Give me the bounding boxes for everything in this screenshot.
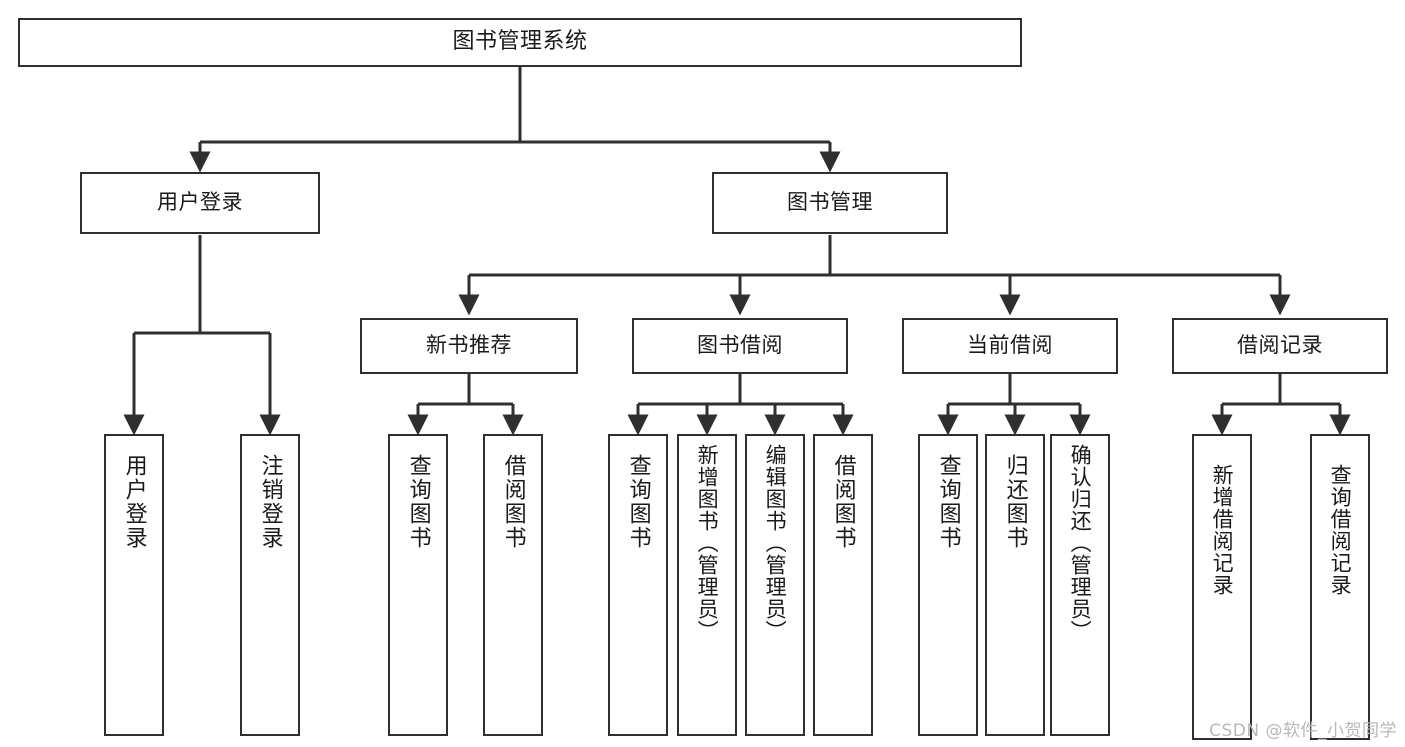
leaf-label: 确认归还（管理员）: [1068, 444, 1093, 642]
node-current-borrow[interactable]: 当前借阅: [902, 318, 1118, 374]
leaf-label: 借阅图书: [500, 454, 526, 550]
leaf-label: 查询图书: [935, 454, 961, 550]
node-book-borrow[interactable]: 图书借阅: [632, 318, 848, 374]
node-book-borrow-label: 图书借阅: [697, 333, 783, 358]
leaf-label: 归还图书: [1002, 454, 1028, 550]
leaf-record-add-record[interactable]: 新增借阅记录: [1192, 434, 1252, 740]
leaf-label: 用户登录: [121, 454, 147, 550]
leaf-current-query-book[interactable]: 查询图书: [918, 434, 978, 736]
leaf-label: 注销登录: [257, 454, 283, 550]
node-new-book-recommend[interactable]: 新书推荐: [360, 318, 578, 374]
node-borrow-record[interactable]: 借阅记录: [1172, 318, 1388, 374]
leaf-user-login-login[interactable]: 用户登录: [104, 434, 164, 736]
watermark-text: CSDN @软件_小贺同学: [1209, 721, 1397, 741]
leaf-label: 新增图书（管理员）: [695, 444, 720, 642]
node-root-system[interactable]: 图书管理系统: [18, 18, 1022, 67]
node-new-book-recommend-label: 新书推荐: [426, 333, 512, 358]
node-current-borrow-label: 当前借阅: [967, 333, 1053, 358]
leaf-user-login-logout[interactable]: 注销登录: [240, 434, 300, 736]
node-borrow-record-label: 借阅记录: [1237, 333, 1323, 358]
node-root-label: 图书管理系统: [452, 29, 588, 55]
leaf-borrow-edit-book-admin[interactable]: 编辑图书（管理员）: [745, 434, 805, 736]
leaf-label: 查询图书: [405, 454, 431, 550]
leaf-label: 新增借阅记录: [1210, 464, 1235, 596]
node-book-management-label: 图书管理: [787, 190, 873, 215]
node-user-login[interactable]: 用户登录: [80, 172, 320, 234]
leaf-borrow-add-book-admin[interactable]: 新增图书（管理员）: [677, 434, 737, 736]
node-user-login-label: 用户登录: [157, 190, 243, 215]
leaf-label: 查询图书: [625, 454, 651, 550]
leaf-new-book-borrow[interactable]: 借阅图书: [483, 434, 543, 736]
leaf-label: 借阅图书: [830, 454, 856, 550]
leaf-label: 查询借阅记录: [1328, 464, 1353, 596]
leaf-new-book-query[interactable]: 查询图书: [388, 434, 448, 736]
leaf-record-query-record[interactable]: 查询借阅记录: [1310, 434, 1370, 740]
leaf-label: 编辑图书（管理员）: [763, 444, 788, 642]
leaf-current-confirm-return-admin[interactable]: 确认归还（管理员）: [1050, 434, 1110, 736]
leaf-current-return-book[interactable]: 归还图书: [985, 434, 1045, 736]
node-book-management[interactable]: 图书管理: [712, 172, 948, 234]
leaf-borrow-borrow-book[interactable]: 借阅图书: [813, 434, 873, 736]
leaf-borrow-query-book[interactable]: 查询图书: [608, 434, 668, 736]
